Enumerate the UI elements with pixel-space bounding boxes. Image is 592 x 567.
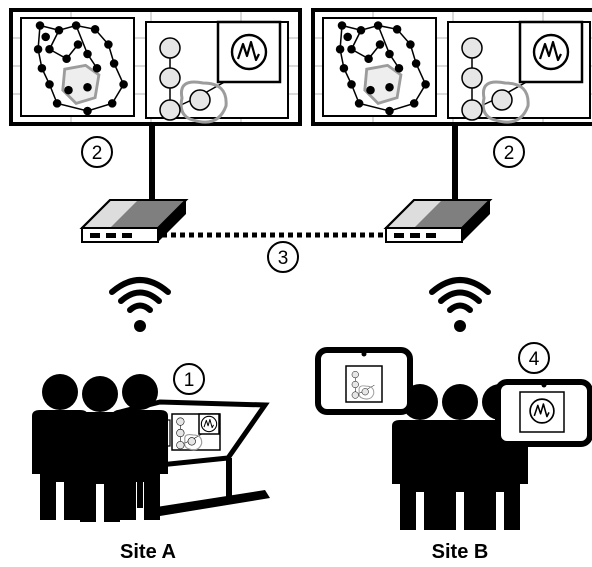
site-a-label: Site A xyxy=(120,541,176,563)
callout-display-a: 2 xyxy=(81,136,113,168)
group-site-a xyxy=(32,374,168,522)
display-stand-b xyxy=(452,124,458,204)
callout-display-b: 2 xyxy=(493,136,525,168)
callout-tablets: 4 xyxy=(518,342,550,374)
wall-display-site-a xyxy=(11,10,300,124)
svg-text:2: 2 xyxy=(92,143,103,164)
router-site-b xyxy=(385,199,491,243)
tablet-left xyxy=(315,347,413,415)
callout-tabletop: 1 xyxy=(173,363,205,395)
callout-network-link: 3 xyxy=(267,241,299,273)
wifi-icon xyxy=(112,280,168,332)
svg-text:4: 4 xyxy=(529,349,540,370)
svg-text:2: 2 xyxy=(504,143,515,164)
svg-text:3: 3 xyxy=(278,248,289,269)
wifi-icon xyxy=(432,280,488,332)
display-stand-a xyxy=(149,124,155,204)
site-b-label: Site B xyxy=(432,541,489,563)
router-site-a xyxy=(81,199,187,243)
wall-display-site-b xyxy=(313,10,592,124)
tablet-right xyxy=(495,379,592,447)
svg-text:1: 1 xyxy=(184,370,195,391)
